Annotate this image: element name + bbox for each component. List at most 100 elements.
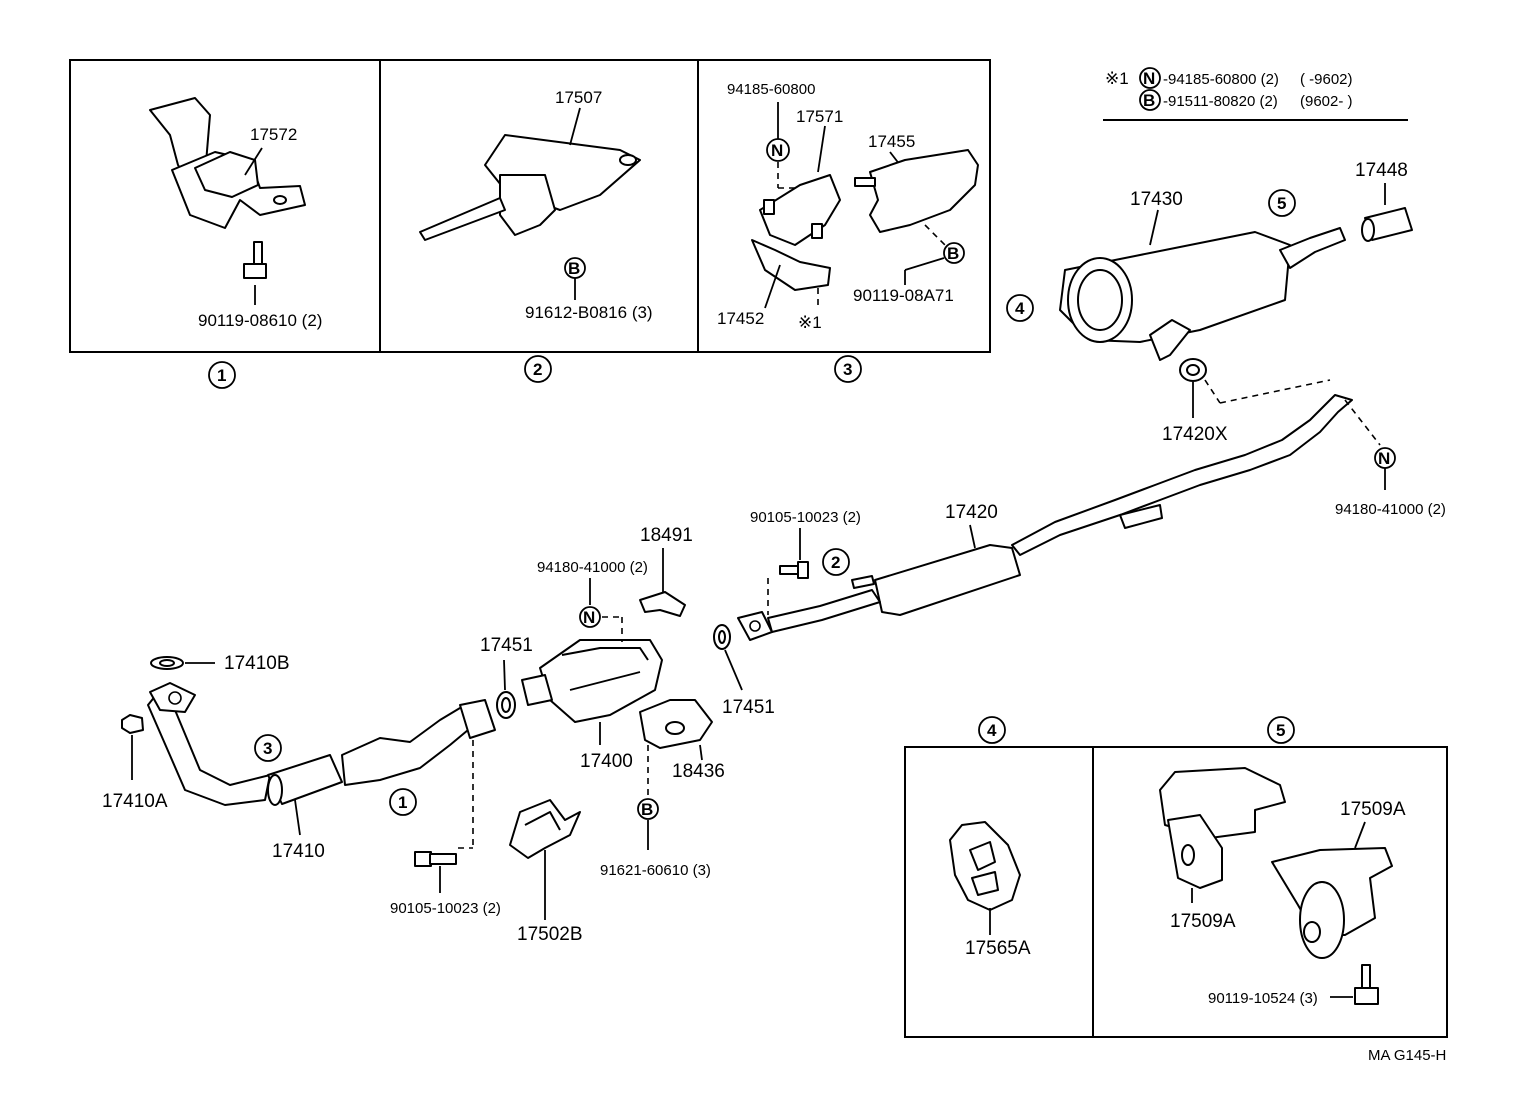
part-label-94180-41000-right: 94180-41000 (2) [1335,501,1446,518]
callout-1-inset: 1 [208,361,236,389]
gasket-17451-right[interactable] [713,624,731,650]
part-label-18436: 18436 [672,761,725,782]
rubber-mount-17509a-right[interactable] [1271,847,1393,959]
svg-text:N: N [583,608,595,627]
callout-1-pipe: 1 [389,788,417,816]
part-label-17410b: 17410B [224,653,290,674]
callout-4-muffler: 4 [1006,294,1034,322]
bolt-90119-10524 [1354,964,1379,1005]
gasket-17420x[interactable] [1179,358,1207,382]
mount-17507[interactable] [419,134,641,241]
nut-symbol-n-right: N [1374,447,1396,469]
svg-text:5: 5 [1276,721,1285,740]
bolt-90119-08610 [243,241,267,279]
rubber-mount-17509a-left[interactable] [1159,767,1286,889]
part-label-17502b: 17502B [517,924,583,945]
part-label-90105-10023-bottom: 90105-10023 (2) [390,900,501,917]
note-ref-inset-3: ※1 [798,313,822,332]
svg-text:B: B [568,259,580,278]
nut-symbol-n-mid: N [579,606,601,628]
svg-text:1: 1 [398,793,407,812]
nut-17410a[interactable] [121,714,144,734]
main-muffler-17430[interactable] [1059,227,1346,361]
svg-text:B: B [947,244,959,263]
nut-symbol-n-3: N [766,138,790,162]
note-line1-range: ( -9602) [1300,71,1353,88]
heat-insulator-17502b[interactable] [509,799,581,859]
part-label-18491: 18491 [640,525,693,546]
svg-text:3: 3 [843,360,852,379]
footer-code: MA G145-H [1368,1047,1446,1064]
part-label-17507: 17507 [555,88,602,107]
bracket-17455[interactable] [854,149,979,233]
callout-2-inset: 2 [524,355,552,383]
svg-text:2: 2 [533,360,542,379]
inset-box-top [69,59,991,353]
rubber-hanger-17565a[interactable] [949,821,1021,911]
part-label-94185-60800: 94185-60800 [727,81,815,98]
part-label-17410: 17410 [272,841,325,862]
part-label-17420x: 17420X [1162,424,1228,445]
part-label-17451-left: 17451 [480,635,533,656]
center-pipe-17420[interactable] [767,394,1353,633]
callout-3-inset: 3 [834,355,862,383]
part-label-17572: 17572 [250,125,297,144]
inset-box-bottom [904,746,1448,1038]
part-label-90119-08a71: 90119-08A71 [853,286,954,305]
part-label-17400: 17400 [580,751,633,772]
part-label-90105-10023-top: 90105-10023 (2) [750,509,861,526]
bracket-18491[interactable] [639,591,686,617]
part-label-17410a: 17410A [102,791,168,812]
callout-2-pipe: 2 [822,548,850,576]
callout-5-muffler: 5 [1268,189,1296,217]
bolt-symbol-b-mid: B [637,798,659,820]
callout-4-inset: 4 [978,716,1006,744]
part-label-17571: 17571 [796,107,843,126]
part-label-17455: 17455 [868,132,915,151]
note-line2-code: -91511-80820 (2) [1163,93,1278,110]
svg-text:N: N [1143,69,1155,88]
svg-text:B: B [1143,91,1155,110]
part-label-17451-right: 17451 [722,697,775,718]
part-label-90119-08610: 90119-08610 (2) [198,311,322,330]
front-pipe-17410[interactable] [147,682,496,806]
note-block: ※1 N -94185-60800 (2) ( -9602) B -91511-… [1103,67,1408,121]
bolt-symbol-b-3: B [943,242,965,264]
bracket-18436[interactable] [639,699,713,749]
bolt-90105-10023-top [779,561,809,579]
svg-text:B: B [641,800,653,819]
hanger-17572[interactable] [149,97,306,229]
svg-text:2: 2 [831,553,840,572]
clamp-17571-17452[interactable] [751,174,841,291]
part-label-94180-41000-mid: 94180-41000 (2) [537,559,648,576]
bolt-90105-10023-bottom [414,851,457,867]
part-label-17565a: 17565A [965,938,1031,959]
svg-text:5: 5 [1277,194,1286,213]
svg-text:4: 4 [987,721,997,740]
part-label-91612-b0816: 91612-B0816 (3) [525,303,653,322]
part-label-90119-10524: 90119-10524 (3) [1208,990,1318,1007]
flange-front-pipe [737,611,773,641]
note-mark: ※1 [1105,69,1129,88]
gasket-17451-left[interactable] [496,691,516,719]
svg-text:4: 4 [1015,299,1025,318]
converter-17400[interactable] [521,639,663,723]
part-label-17509a-right: 17509A [1340,799,1406,820]
part-label-17452: 17452 [717,309,764,328]
note-line2-range: (9602- ) [1300,93,1353,110]
svg-text:1: 1 [217,366,226,385]
bolt-symbol-b-2: B [564,257,586,279]
svg-text:N: N [1378,449,1390,468]
part-label-17509a-left: 17509A [1170,911,1236,932]
callout-5-inset: 5 [1267,716,1295,744]
part-label-91621-60610: 91621-60610 (3) [600,862,711,879]
svg-text:3: 3 [263,739,272,758]
part-label-17420: 17420 [945,502,998,523]
tail-pipe-17448[interactable] [1361,207,1413,242]
callout-3-pipe: 3 [254,734,282,762]
gasket-17410b[interactable] [150,656,184,670]
note-line1-code: -94185-60800 (2) [1163,71,1279,88]
part-label-17430: 17430 [1130,189,1183,210]
svg-text:N: N [771,141,783,160]
